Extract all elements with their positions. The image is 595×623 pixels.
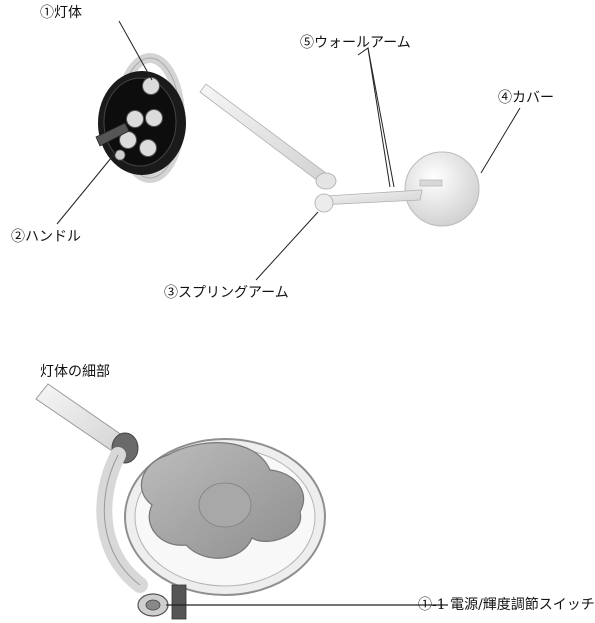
handle (95, 122, 130, 147)
leader-line-wall-arm-b (367, 47, 391, 188)
label-detail-title: 灯体の細部 (40, 364, 110, 380)
spring-arm (199, 83, 337, 190)
leader-line-handle (56, 151, 117, 225)
label-wall-arm: ⑤ウォールアーム (300, 35, 411, 51)
wall-cover (404, 151, 480, 227)
wall-arm (314, 189, 423, 213)
leader-line-light-body (118, 20, 153, 81)
label-cover: ④カバー (498, 90, 554, 106)
leader-line-spring-arm (255, 211, 319, 281)
label-power-switch: ①-1 電源/輝度調節スイッチ (418, 597, 595, 613)
leader-line-cover (480, 107, 521, 174)
detail-lamp-head (124, 438, 326, 596)
label-light-body: ①灯体 (40, 5, 82, 21)
lamp-head (98, 71, 186, 175)
leader-line-wall-arm-a (357, 47, 395, 188)
leader-lines-top (56, 20, 521, 281)
detail-yoke (96, 447, 148, 593)
power-switch-knob (137, 593, 169, 617)
label-handle: ②ハンドル (11, 229, 81, 245)
detail-stem (171, 584, 187, 620)
label-spring-arm: ③スプリングアーム (164, 285, 289, 301)
